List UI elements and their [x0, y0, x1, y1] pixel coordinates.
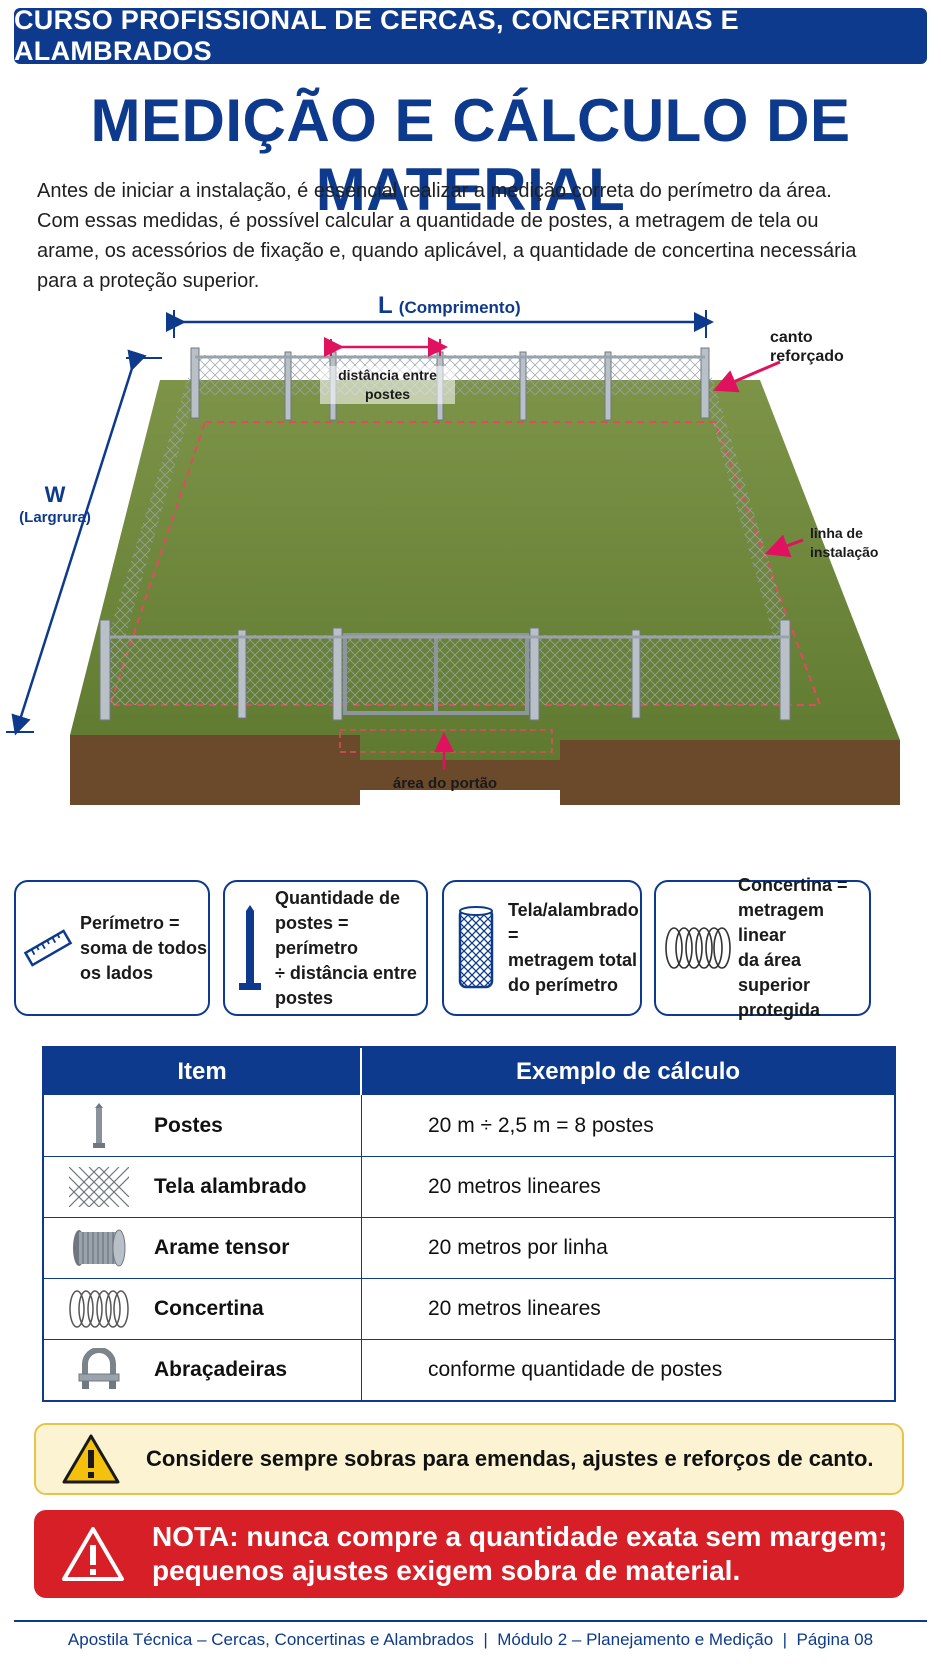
corner-callout — [712, 360, 781, 393]
post-spacing-line1: distância entre — [338, 367, 437, 383]
card-line: Perímetro = — [80, 912, 180, 933]
course-banner-text: CURSO PROFISSIONAL DE CERCAS, CONCERTINA… — [14, 5, 739, 66]
table-cell-item: Abraçadeiras — [44, 1340, 362, 1400]
intro-paragraph: Antes de iniciar a instalação, é essenci… — [37, 176, 907, 296]
intro-line: arame, os acessórios de fixação e, quand… — [37, 240, 857, 262]
card-line: metragem linear — [738, 900, 825, 945]
fence-diagram: L (Comprimento) W (Largrura) distância e… — [0, 294, 941, 860]
note-line: NOTA: nunca compre a quantidade exata se… — [152, 1521, 888, 1552]
table-item-example: 20 metros por linha — [428, 1236, 608, 1259]
corner-line1: canto — [770, 329, 813, 346]
corner-label: canto reforçado — [770, 328, 870, 366]
table-row: Concertina 20 metros lineares — [44, 1278, 894, 1339]
card-line: Quantidade de — [275, 887, 401, 908]
card-line: protegida — [738, 1000, 821, 1020]
mesh-card-text: Tela/alambrado = metragem total do perím… — [508, 898, 640, 998]
width-text: (Largrura) — [19, 509, 91, 526]
table-cell-item: Postes — [44, 1095, 362, 1156]
calculation-table: Item Exemplo de cálculo Postes 20 m ÷ 2,… — [42, 1046, 896, 1402]
note-box: NOTA: nunca compre a quantidade exata se… — [34, 1510, 904, 1598]
mesh-roll-icon — [444, 903, 508, 993]
post-spacing-line2: postes — [364, 386, 411, 402]
card-line: metragem total — [508, 950, 638, 970]
card-line: Tela/alambrado = — [508, 900, 639, 945]
razor-wire-icon — [656, 923, 738, 973]
page-footer: Apostila Técnica – Cercas, Concertinas e… — [67, 1630, 874, 1649]
wire-spool-icon — [44, 1226, 154, 1270]
footer-divider — [14, 1620, 927, 1622]
note-text: NOTA: nunca compre a quantidade exata se… — [152, 1520, 887, 1588]
formula-cards: Perímetro = soma de todos os lados Quant… — [14, 875, 927, 1020]
card-line: postes — [275, 987, 334, 1008]
length-label: L (Comprimento) — [378, 294, 521, 318]
course-banner: CURSO PROFISSIONAL DE CERCAS, CONCERTINA… — [14, 5, 927, 66]
table-header-item: Item — [44, 1048, 362, 1095]
install-line2: instalação — [810, 544, 879, 560]
intro-line: Antes de iniciar a instalação, é essenci… — [37, 180, 832, 202]
ruler-icon — [16, 928, 80, 968]
tip-text: Considere sempre sobras para emendas, aj… — [146, 1446, 874, 1471]
width-letter: W — [44, 482, 66, 507]
card-line: do perímetro — [508, 975, 619, 995]
table-item-name: Postes — [154, 1113, 223, 1137]
corner-line2: reforçado — [770, 348, 844, 365]
table-item-name: Concertina — [154, 1297, 264, 1320]
table-item-example: conforme quantidade de postes — [428, 1358, 723, 1381]
card-line: Concertina = — [738, 875, 848, 895]
table-header: Item Exemplo de cálculo — [44, 1048, 894, 1095]
table-item-name: Abraçadeiras — [154, 1358, 288, 1381]
soil-edge — [70, 735, 900, 805]
post-icon — [44, 1102, 154, 1149]
table-body: Postes 20 m ÷ 2,5 m = 8 postes Tela alam… — [44, 1095, 894, 1400]
card-line: da área superior — [738, 950, 811, 995]
razor-wire-icon — [44, 1287, 154, 1331]
table-item-example: 20 m ÷ 2,5 m = 8 postes — [428, 1113, 654, 1137]
length-text: (Comprimento) — [398, 298, 521, 317]
table-row: Postes 20 m ÷ 2,5 m = 8 postes — [44, 1095, 894, 1156]
gate-area-outline — [339, 729, 553, 753]
table-item-name: Arame tensor — [154, 1236, 290, 1259]
card-line: soma de todos — [80, 937, 208, 958]
post-spacing-label: distância entre postes — [320, 366, 455, 404]
card-line: postes = perímetro — [275, 912, 359, 958]
install-line-label: linha de instalação — [810, 524, 900, 562]
table-row: Abraçadeiras conforme quantidade de post… — [44, 1339, 894, 1400]
table-cell-item: Concertina — [44, 1279, 362, 1339]
chain-link-icon — [44, 1167, 154, 1207]
tip-box: Considere sempre sobras para emendas, aj… — [34, 1423, 904, 1495]
perimeter-card-text: Perímetro = soma de todos os lados — [80, 911, 207, 986]
install-line-callout — [764, 534, 804, 558]
post-icon — [225, 903, 275, 993]
table-row: Arame tensor 20 metros por linha — [44, 1217, 894, 1278]
intro-line: para a proteção superior. — [37, 270, 260, 292]
card-line: ÷ distância entre — [275, 962, 417, 983]
mesh-card: Tela/alambrado = metragem total do perím… — [442, 880, 642, 1016]
table-item-name: Tela alambrado — [154, 1175, 307, 1198]
perimeter-card: Perímetro = soma de todos os lados — [14, 880, 210, 1016]
width-label: W (Largrura) — [10, 482, 100, 527]
table-item-example: 20 metros lineares — [428, 1175, 601, 1198]
table-row: Tela alambrado 20 metros lineares — [44, 1156, 894, 1217]
card-line: os lados — [80, 962, 154, 983]
gate-area-label: área do portão — [392, 775, 498, 792]
note-line: pequenos ajustes exigem sobra de materia… — [152, 1555, 741, 1586]
concertina-card: Concertina = metragem linear da área sup… — [654, 875, 871, 1020]
page-title: MEDIÇÃO E CÁLCULO DE MATERIAL — [90, 87, 851, 223]
posts-card: Quantidade de postes = perímetro ÷ distâ… — [223, 880, 428, 1016]
length-letter: L — [378, 292, 393, 319]
width-dimension-line — [11, 349, 147, 736]
posts-card-text: Quantidade de postes = perímetro ÷ distâ… — [275, 886, 426, 1011]
warning-triangle-icon — [36, 1433, 146, 1485]
concertina-card-text: Concertina = metragem linear da área sup… — [738, 873, 869, 1023]
install-line1: linha de — [810, 525, 863, 541]
table-cell-item: Tela alambrado — [44, 1157, 362, 1217]
table-header-example: Exemplo de cálculo — [515, 1057, 741, 1085]
u-clamp-icon — [44, 1348, 154, 1392]
intro-line: Com essas medidas, é possível calcular a… — [37, 210, 819, 232]
warning-triangle-icon — [34, 1525, 152, 1583]
table-cell-item: Arame tensor — [44, 1218, 362, 1278]
table-item-example: 20 metros lineares — [428, 1297, 601, 1320]
